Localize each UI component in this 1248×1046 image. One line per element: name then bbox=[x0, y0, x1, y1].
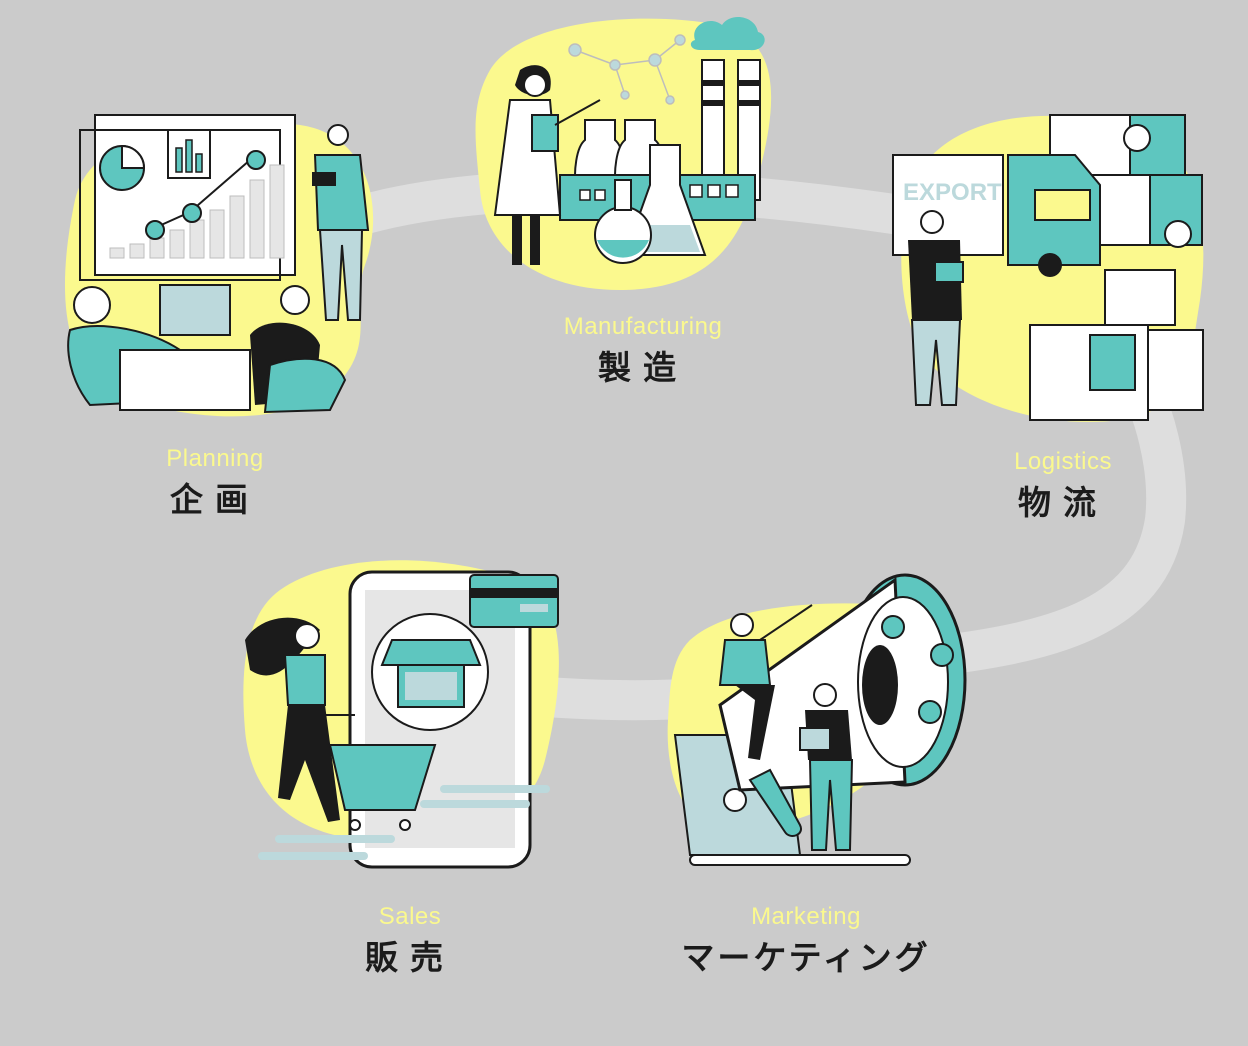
clipboard bbox=[531, 114, 559, 152]
marketing-illustration bbox=[667, 573, 967, 866]
person-head bbox=[813, 683, 837, 707]
tablet bbox=[799, 727, 831, 751]
credit-card-icon bbox=[469, 574, 559, 628]
stage-label-marketing: Marketing マーケティング bbox=[681, 902, 930, 980]
marketing-jp-label: マーケティング bbox=[681, 938, 931, 977]
dollar-icon bbox=[182, 203, 202, 223]
manufacturing-jp-label: 製造 bbox=[598, 348, 688, 387]
speed-lines bbox=[258, 785, 550, 860]
export-label: EXPORT bbox=[903, 179, 1002, 206]
store-awning-icon bbox=[380, 639, 482, 666]
tablet bbox=[312, 172, 336, 186]
planning-illustration bbox=[64, 114, 374, 417]
smoke bbox=[690, 16, 765, 51]
person-head bbox=[920, 210, 944, 234]
person-head bbox=[523, 73, 547, 97]
dollar-icon bbox=[145, 220, 165, 240]
person-head bbox=[280, 285, 310, 315]
stage-label-planning: Planning 企画 bbox=[166, 444, 263, 522]
growth-bars bbox=[109, 164, 285, 259]
box bbox=[1147, 329, 1204, 411]
marketing-en-label: Marketing bbox=[751, 903, 861, 930]
share-icon bbox=[930, 643, 954, 667]
logistics-en-label: Logistics bbox=[1014, 448, 1112, 475]
box bbox=[1104, 269, 1176, 326]
sales-illustration bbox=[243, 560, 559, 869]
tablet bbox=[934, 261, 964, 283]
sales-en-label: Sales bbox=[378, 903, 442, 930]
laptop bbox=[159, 284, 231, 336]
dollar-icon bbox=[723, 788, 747, 812]
logistics-illustration: EXPORT bbox=[892, 114, 1204, 422]
manufacturing-illustration bbox=[475, 16, 772, 290]
dollar-icon bbox=[246, 150, 266, 170]
sales-jp-label: 販売 bbox=[365, 938, 455, 977]
planning-en-label: Planning bbox=[166, 445, 264, 472]
stage-label-logistics: Logistics 物流 bbox=[1014, 447, 1112, 525]
person-head bbox=[294, 623, 320, 649]
planning-jp-label: 企画 bbox=[169, 480, 260, 519]
heart-icon bbox=[918, 700, 942, 724]
manufacturing-en-label: Manufacturing bbox=[563, 313, 723, 340]
stage-label-sales: Sales 販売 bbox=[365, 902, 455, 980]
shopping-cart-icon bbox=[328, 744, 437, 811]
logistics-jp-label: 物流 bbox=[1018, 483, 1108, 522]
person-head bbox=[73, 286, 111, 324]
location-pin-icon bbox=[1164, 220, 1192, 248]
molecule-network bbox=[568, 34, 686, 105]
trend-icon bbox=[881, 615, 905, 639]
person-head bbox=[730, 613, 754, 637]
location-pin-icon bbox=[1123, 124, 1151, 152]
stage-label-manufacturing: Manufacturing 製造 bbox=[564, 312, 723, 390]
person-head bbox=[327, 124, 349, 146]
